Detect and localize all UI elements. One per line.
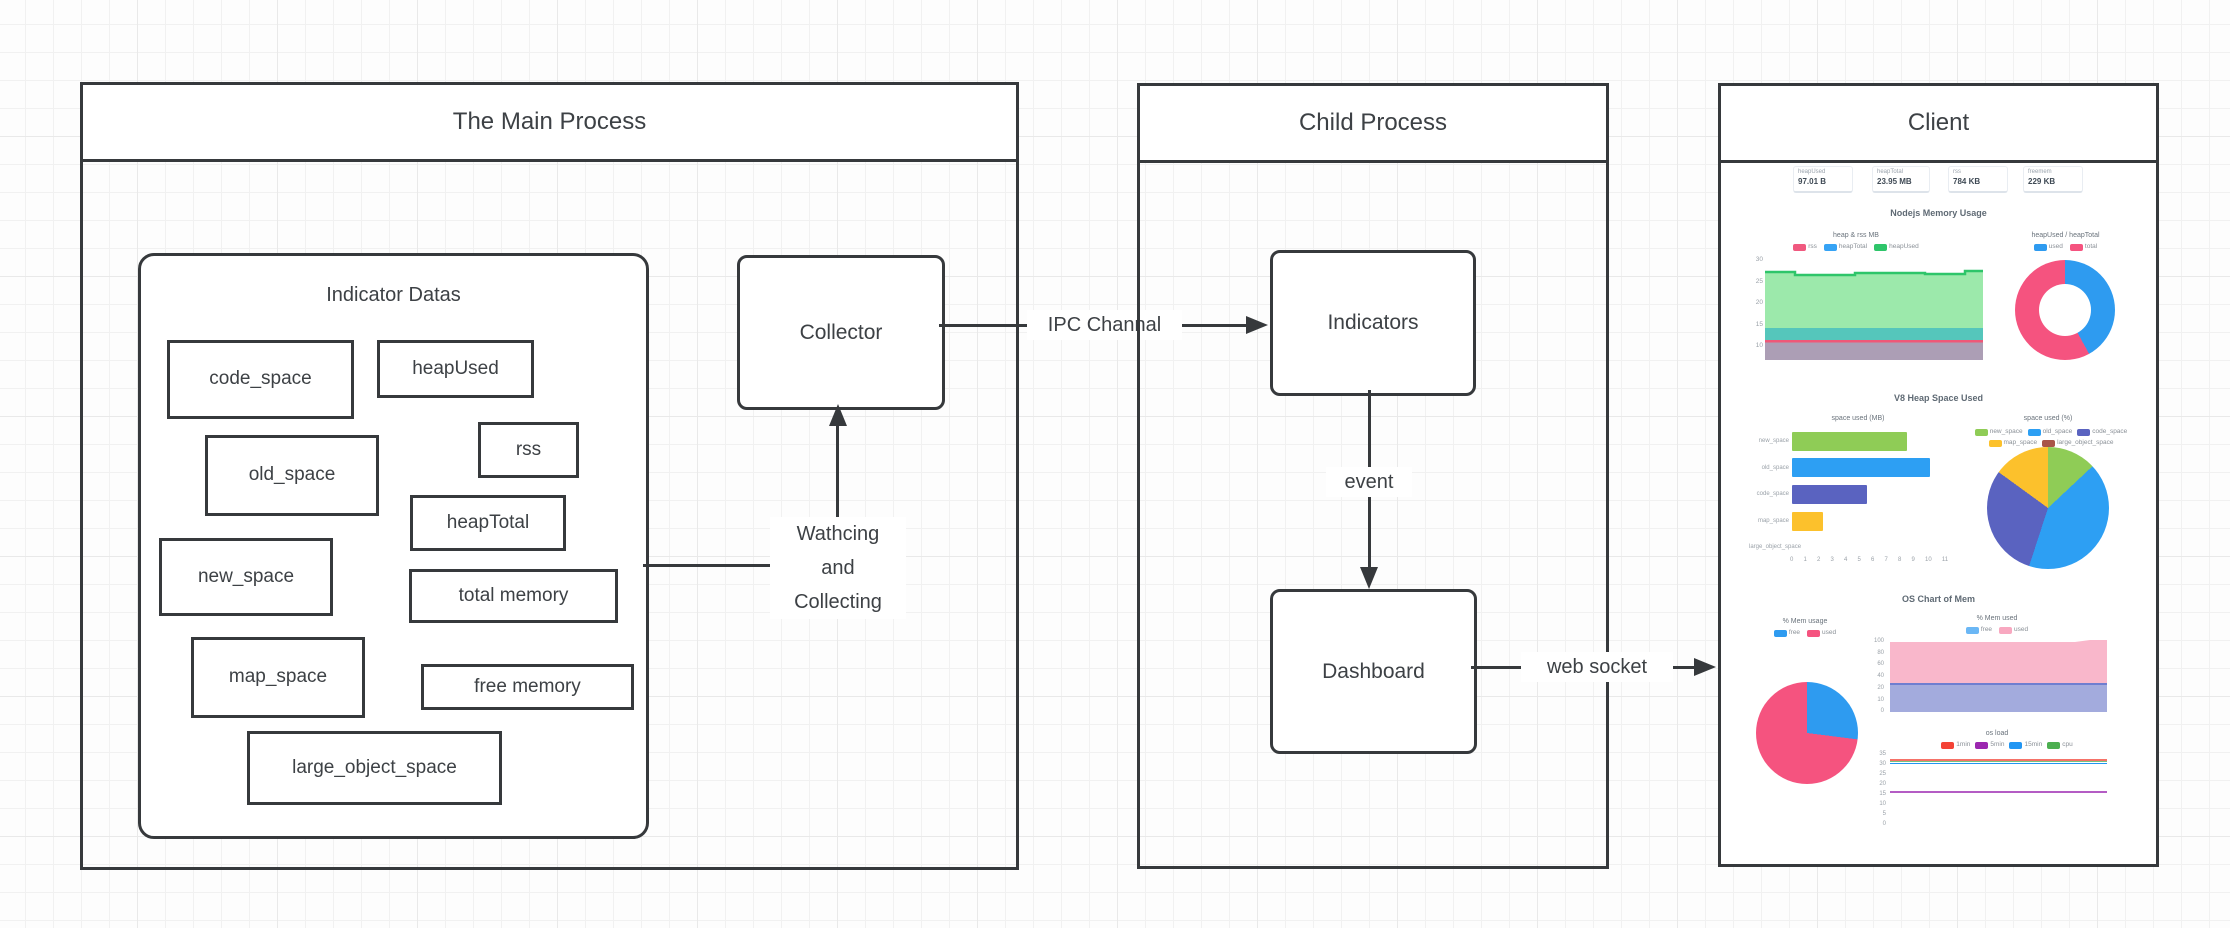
legend-swatch — [1874, 243, 1888, 251]
os-load-chart — [1890, 759, 2107, 793]
stat-card-rss: rss 784 KB — [1948, 166, 2008, 193]
legend-swatch — [2027, 428, 2041, 436]
indicator-box-large-object-space: large_object_space — [247, 731, 502, 805]
arrowhead-down-icon — [1360, 567, 1378, 589]
stat-card-heap-total: heapTotal 23.95 MB — [1872, 166, 1930, 193]
legend-swatch — [2042, 439, 2056, 447]
client-header: Client — [1721, 86, 2156, 163]
main-process-title: The Main Process — [452, 108, 647, 135]
space-pie-chart — [1987, 447, 2109, 569]
collector-node: Collector — [737, 255, 945, 410]
space-bars-title: space used (MB) — [1831, 415, 1885, 422]
legend-swatch — [2047, 741, 2061, 749]
ipc-channel-label: IPC Channal — [1027, 310, 1182, 340]
indicator-to-watching-line — [643, 564, 770, 567]
client-dashboard-preview: heapUsed 97.01 B heapTotal 23.95 MB rss … — [1721, 163, 2156, 864]
child-process-title: Child Process — [1298, 109, 1448, 136]
event-label: event — [1326, 467, 1412, 497]
websocket-label: web socket — [1521, 652, 1673, 682]
dashboard-node: Dashboard — [1270, 589, 1477, 754]
bar-map-space — [1792, 512, 1965, 531]
section-title-os: OS Chart of Mem — [1901, 594, 1975, 604]
os-area-chart — [1890, 640, 2107, 712]
legend-swatch — [2009, 741, 2023, 749]
child-process-panel: Child Process — [1137, 83, 1609, 869]
indicator-box-old-space: old_space — [205, 435, 379, 516]
os-area-yticks: 100 80 60 40 20 10 0 — [1873, 638, 1884, 715]
legend-swatch — [1974, 428, 1988, 436]
watching-to-collector-line — [836, 424, 839, 517]
section-title-spaces: V8 Heap Space Used — [1893, 393, 1984, 403]
main-process-header: The Main Process — [83, 85, 1016, 162]
memory-area-legend: rss heapTotal heapUsed — [1751, 243, 1961, 251]
memory-area-yticks: 30 25 20 15 10 — [1755, 256, 1763, 349]
legend-swatch — [2077, 428, 2091, 436]
os-load-legend: 1min 5min 15min cpu — [1917, 741, 2097, 749]
space-pie-legend-row2: map_space large_object_space — [1971, 439, 2131, 447]
legend-swatch — [1999, 626, 2013, 634]
bar-code-space — [1792, 485, 1965, 504]
arrowhead-right-icon — [1246, 316, 1268, 334]
legend-swatch — [1941, 741, 1955, 749]
memory-donut-title: heapUsed / heapTotal — [2031, 232, 2100, 239]
indicator-box-map-space: map_space — [191, 637, 365, 718]
legend-swatch — [1965, 626, 1979, 634]
legend-swatch — [1823, 243, 1837, 251]
memory-area-title: heap & rss MB — [1833, 232, 1879, 239]
indicator-box-new-space: new_space — [159, 538, 333, 616]
indicator-box-rss: rss — [478, 422, 579, 478]
stat-card-heap-used: heapUsed 97.01 B — [1793, 166, 1853, 193]
bar-new-space — [1792, 432, 1965, 451]
os-area-title: % Mem used — [1976, 615, 2018, 622]
main-process-panel: The Main Process — [80, 82, 1019, 870]
legend-swatch — [1773, 629, 1787, 637]
client-panel: Client heapUsed 97.01 B heapTotal 23.95 … — [1718, 83, 2159, 867]
space-pie-title: space used (%) — [2023, 415, 2073, 422]
legend-swatch — [2033, 243, 2047, 251]
legend-swatch — [1793, 243, 1807, 251]
indicator-box-heap-total: heapTotal — [410, 495, 566, 551]
os-pie-legend: free used — [1745, 629, 1865, 637]
indicator-box-total-memory: total memory — [409, 569, 618, 623]
arrowhead-right-icon — [1694, 658, 1716, 676]
indicator-box-heap-used: heapUsed — [377, 340, 534, 398]
indicators-node: Indicators — [1270, 250, 1476, 396]
legend-swatch — [1807, 629, 1821, 637]
space-bars-categories: new_space old_space code_space map_space… — [1749, 438, 1802, 550]
child-process-header: Child Process — [1140, 86, 1606, 163]
memory-donut-legend: used total — [2003, 243, 2128, 251]
arrowhead-up-icon — [829, 404, 847, 426]
os-load-title: os load — [1985, 730, 2009, 737]
section-title-memory: Nodejs Memory Usage — [1890, 208, 1987, 218]
space-pie-legend-row1: new_space old_space code_space — [1971, 428, 2131, 436]
watching-collecting-label: Wathcing and Collecting — [770, 517, 906, 619]
indicator-datas-title: Indicator Datas — [326, 284, 461, 306]
donut-hole — [2039, 284, 2091, 336]
indicator-box-code-space: code_space — [167, 340, 354, 419]
os-load-yticks: 35 30 25 20 15 10 5 0 — [1879, 751, 1886, 827]
legend-swatch — [1988, 439, 2002, 447]
indicator-box-free-memory: free memory — [421, 664, 634, 710]
stat-card-freemem: freemem 229 KB — [2023, 166, 2083, 193]
memory-area-chart — [1765, 269, 1983, 360]
os-area-legend: free used — [1937, 626, 2057, 634]
bar-old-space — [1792, 458, 1965, 477]
os-pie-chart — [1756, 682, 1858, 784]
legend-swatch — [1975, 741, 1989, 749]
os-pie-title: % Mem usage — [1782, 618, 1828, 625]
space-bars-xticks: 0 1 2 3 4 5 6 7 8 9 10 11 — [1790, 557, 1949, 563]
legend-swatch — [2069, 243, 2083, 251]
client-title: Client — [1907, 109, 1970, 136]
